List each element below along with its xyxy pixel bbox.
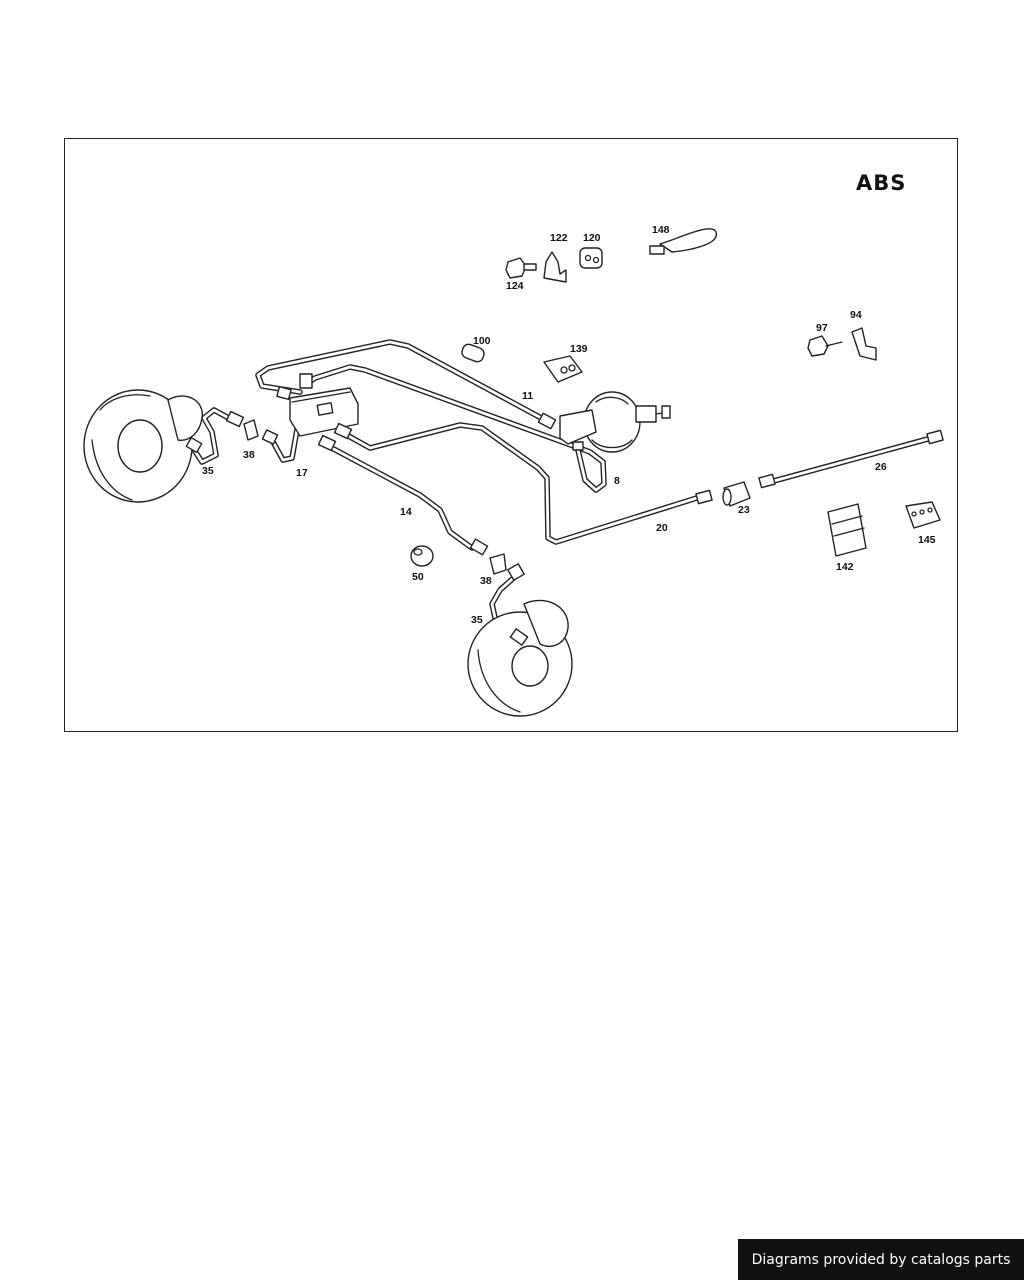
left-brake-disc xyxy=(83,389,203,503)
bracket-clips xyxy=(243,419,507,575)
callout-124: 124 xyxy=(506,280,524,292)
right-brake-disc xyxy=(467,599,573,717)
pipe-connector xyxy=(722,481,751,507)
callout-17: 17 xyxy=(296,467,308,479)
distributor-block xyxy=(289,373,359,437)
diagram-frame xyxy=(64,138,958,732)
brake-pipes xyxy=(190,339,938,641)
callout-142: 142 xyxy=(836,561,854,573)
callout-11: 11 xyxy=(522,390,533,402)
callout-23: 23 xyxy=(738,504,750,516)
callout-35-right: 35 xyxy=(471,614,483,626)
callout-148: 148 xyxy=(652,224,670,236)
callout-38-left: 38 xyxy=(243,449,255,461)
callout-14: 14 xyxy=(400,506,412,518)
callout-120: 120 xyxy=(583,232,601,244)
callout-20: 20 xyxy=(656,522,668,534)
footer-credit[interactable]: Diagrams provided by catalogs parts xyxy=(738,1239,1024,1280)
callout-145: 145 xyxy=(918,534,936,546)
callout-labels: 148 122 120 124 100 139 97 94 11 8 26 23… xyxy=(202,224,936,626)
pipe-fittings xyxy=(185,385,944,646)
callout-100: 100 xyxy=(473,335,491,347)
callout-139: 139 xyxy=(570,343,588,355)
callout-97: 97 xyxy=(816,322,828,334)
callout-122: 122 xyxy=(550,232,568,244)
callout-94: 94 xyxy=(850,309,862,321)
callout-38-right: 38 xyxy=(480,575,492,587)
callout-8: 8 xyxy=(614,475,620,487)
diagram-title: ABS xyxy=(856,171,906,195)
callout-35-left: 35 xyxy=(202,465,214,477)
callout-50: 50 xyxy=(412,571,424,583)
hardware-parts xyxy=(410,228,941,567)
callout-26: 26 xyxy=(875,461,887,473)
brake-booster xyxy=(559,391,671,453)
